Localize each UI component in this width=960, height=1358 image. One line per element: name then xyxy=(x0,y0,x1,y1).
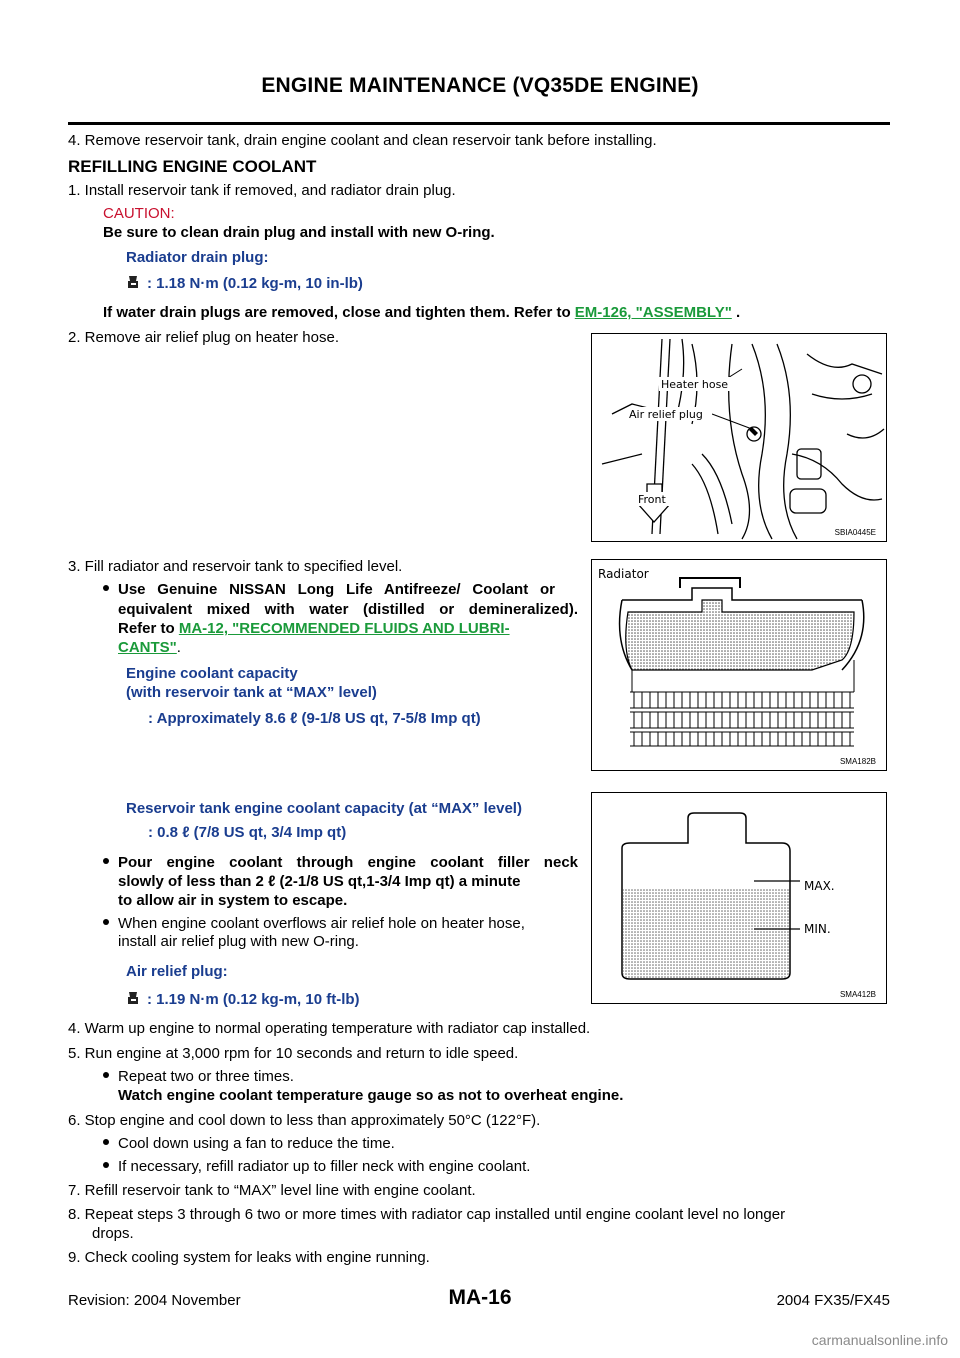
pour-text-1: Pour engine coolant through engine coola… xyxy=(118,854,578,871)
watermark: carmanualsonline.info xyxy=(811,1332,948,1348)
fig1-heater-hose-label: Heater hose xyxy=(661,378,728,391)
bullet-genuine-line-3: Refer to MA-12, "RECOMMENDED FLUIDS AND … xyxy=(118,619,510,638)
step-8-line-1: 8. Repeat steps 3 through 6 two or more … xyxy=(68,1206,786,1223)
heater-hose-illustration: Heater hose Air relief plug Front xyxy=(601,338,885,540)
fig3-code: SMA412B xyxy=(839,990,876,999)
bullet-genuine-line-4: CANTS". xyxy=(118,638,181,657)
pour-line-1: Pour engine coolant through engine coola… xyxy=(103,853,578,872)
ma-12-end: . xyxy=(176,639,181,656)
refill-radiator-line: If necessary, refill radiator up to fill… xyxy=(103,1157,530,1176)
drain-plug-torque: : 1.18 N·m (0.12 kg-m, 10 in-lb) xyxy=(126,274,363,293)
footer-model: 2004 FX35/FX45 xyxy=(776,1292,890,1309)
step-2: 2. Remove air relief plug on heater hose… xyxy=(68,329,339,346)
fig1-front-label: Front xyxy=(638,493,667,506)
capacity-value: : Approximately 8.6 ℓ (9-1/8 US qt, 7-5/… xyxy=(148,710,481,727)
figure-radiator: Radiator SMA182B xyxy=(591,559,887,771)
header-rule xyxy=(68,122,890,125)
ma-12-link[interactable]: MA-12, "RECOMMENDED FLUIDS AND LUBRI- xyxy=(178,620,510,637)
torque-wrench-icon xyxy=(126,990,141,1007)
step-4-warm-up: 4. Warm up engine to normal operating te… xyxy=(68,1020,591,1037)
step-7: 7. Refill reservoir tank to “MAX” level … xyxy=(68,1182,476,1199)
water-drain-note: If water drain plugs are removed, close … xyxy=(103,303,740,322)
fig1-code: SBIA0445E xyxy=(834,528,876,537)
step-3: 3. Fill radiator and reservoir tank to s… xyxy=(68,558,403,575)
refill-radiator-text: If necessary, refill radiator up to fill… xyxy=(118,1158,531,1175)
radiator-illustration: Radiator xyxy=(598,567,865,747)
pour-line-2: slowly of less than 2 ℓ (2-1/8 US qt,1-3… xyxy=(118,873,521,890)
bullet-dot xyxy=(103,858,109,865)
bullet-dot xyxy=(103,919,109,926)
air-relief-label: Air relief plug: xyxy=(126,963,228,980)
fig2-radiator-label: Radiator xyxy=(598,567,649,581)
reservoir-tank-illustration: MAX. MIN. xyxy=(621,812,835,980)
torque-wrench-icon xyxy=(126,274,141,291)
step-4-remove-reservoir: 4. Remove reservoir tank, drain engine c… xyxy=(68,132,657,149)
bullet-dot xyxy=(103,1072,109,1079)
ma-12-link-cont[interactable]: CANTS" xyxy=(118,639,177,656)
bullet-genuine-text-1: Use Genuine NISSAN Long Life Antifreeze/… xyxy=(118,581,555,598)
caution-text: Be sure to clean drain plug and install … xyxy=(103,224,495,241)
repeat-line-1: Repeat two or three times. xyxy=(103,1067,294,1086)
fig1-air-relief-label: Air relief plug xyxy=(629,408,703,421)
fig3-max-label: MAX. xyxy=(804,879,835,893)
bullet-dot xyxy=(103,1162,109,1169)
cool-fan-line: Cool down using a fan to reduce the time… xyxy=(103,1134,395,1153)
figure-heater-hose: Heater hose Air relief plug Front SBIA04… xyxy=(591,333,887,542)
step-5: 5. Run engine at 3,000 rpm for 10 second… xyxy=(68,1045,519,1062)
water-drain-end: . xyxy=(731,304,741,321)
refer-to-text: Refer to xyxy=(118,620,179,637)
air-relief-torque-value: : 1.19 N·m (0.12 kg-m, 10 ft-lb) xyxy=(147,991,360,1008)
overflow-line-2: install air relief plug with new O-ring. xyxy=(118,933,359,950)
drain-plug-torque-value: : 1.18 N·m (0.12 kg-m, 10 in-lb) xyxy=(147,275,363,292)
step-9: 9. Check cooling system for leaks with e… xyxy=(68,1249,430,1266)
caution-label: CAUTION: xyxy=(103,205,175,222)
pour-line-3: to allow air in system to escape. xyxy=(118,892,348,909)
section-title: REFILLING ENGINE COOLANT xyxy=(68,157,317,176)
repeat-line-2: Watch engine coolant temperature gauge s… xyxy=(118,1087,624,1104)
bullet-dot xyxy=(103,585,109,592)
figure-reservoir-tank: MAX. MIN. SMA412B xyxy=(591,792,887,1004)
reservoir-capacity-label: Reservoir tank engine coolant capacity (… xyxy=(126,800,522,817)
repeat-text-1: Repeat two or three times. xyxy=(118,1068,294,1085)
overflow-line-1: When engine coolant overflows air relief… xyxy=(103,914,525,933)
bullet-dot xyxy=(103,1139,109,1146)
step-6: 6. Stop engine and cool down to less tha… xyxy=(68,1112,541,1129)
reservoir-capacity-value: : 0.8 ℓ (7/8 US qt, 3/4 Imp qt) xyxy=(148,824,347,841)
overflow-text-1: When engine coolant overflows air relief… xyxy=(118,915,525,932)
em-126-assembly-link[interactable]: EM-126, "ASSEMBLY" xyxy=(574,304,732,321)
step-8-line-2: drops. xyxy=(92,1225,134,1242)
capacity-label-2: (with reservoir tank at “MAX” level) xyxy=(126,684,377,701)
page-title: ENGINE MAINTENANCE (VQ35DE ENGINE) xyxy=(261,74,699,97)
water-drain-text: If water drain plugs are removed, close … xyxy=(103,304,575,321)
bullet-genuine-line-1: Use Genuine NISSAN Long Life Antifreeze/… xyxy=(103,580,555,599)
air-relief-torque: : 1.19 N·m (0.12 kg-m, 10 ft-lb) xyxy=(126,990,360,1009)
footer-revision: Revision: 2004 November xyxy=(68,1292,241,1309)
bullet-genuine-line-2: equivalent mixed with water (distilled o… xyxy=(118,601,578,618)
capacity-label-1: Engine coolant capacity xyxy=(126,665,298,682)
step-1: 1. Install reservoir tank if removed, an… xyxy=(68,182,456,199)
fig3-min-label: MIN. xyxy=(804,922,831,936)
fig2-code: SMA182B xyxy=(839,757,876,766)
cool-fan-text: Cool down using a fan to reduce the time… xyxy=(118,1135,395,1152)
drain-plug-label: Radiator drain plug: xyxy=(126,249,269,266)
page-number: MA-16 xyxy=(448,1286,512,1309)
